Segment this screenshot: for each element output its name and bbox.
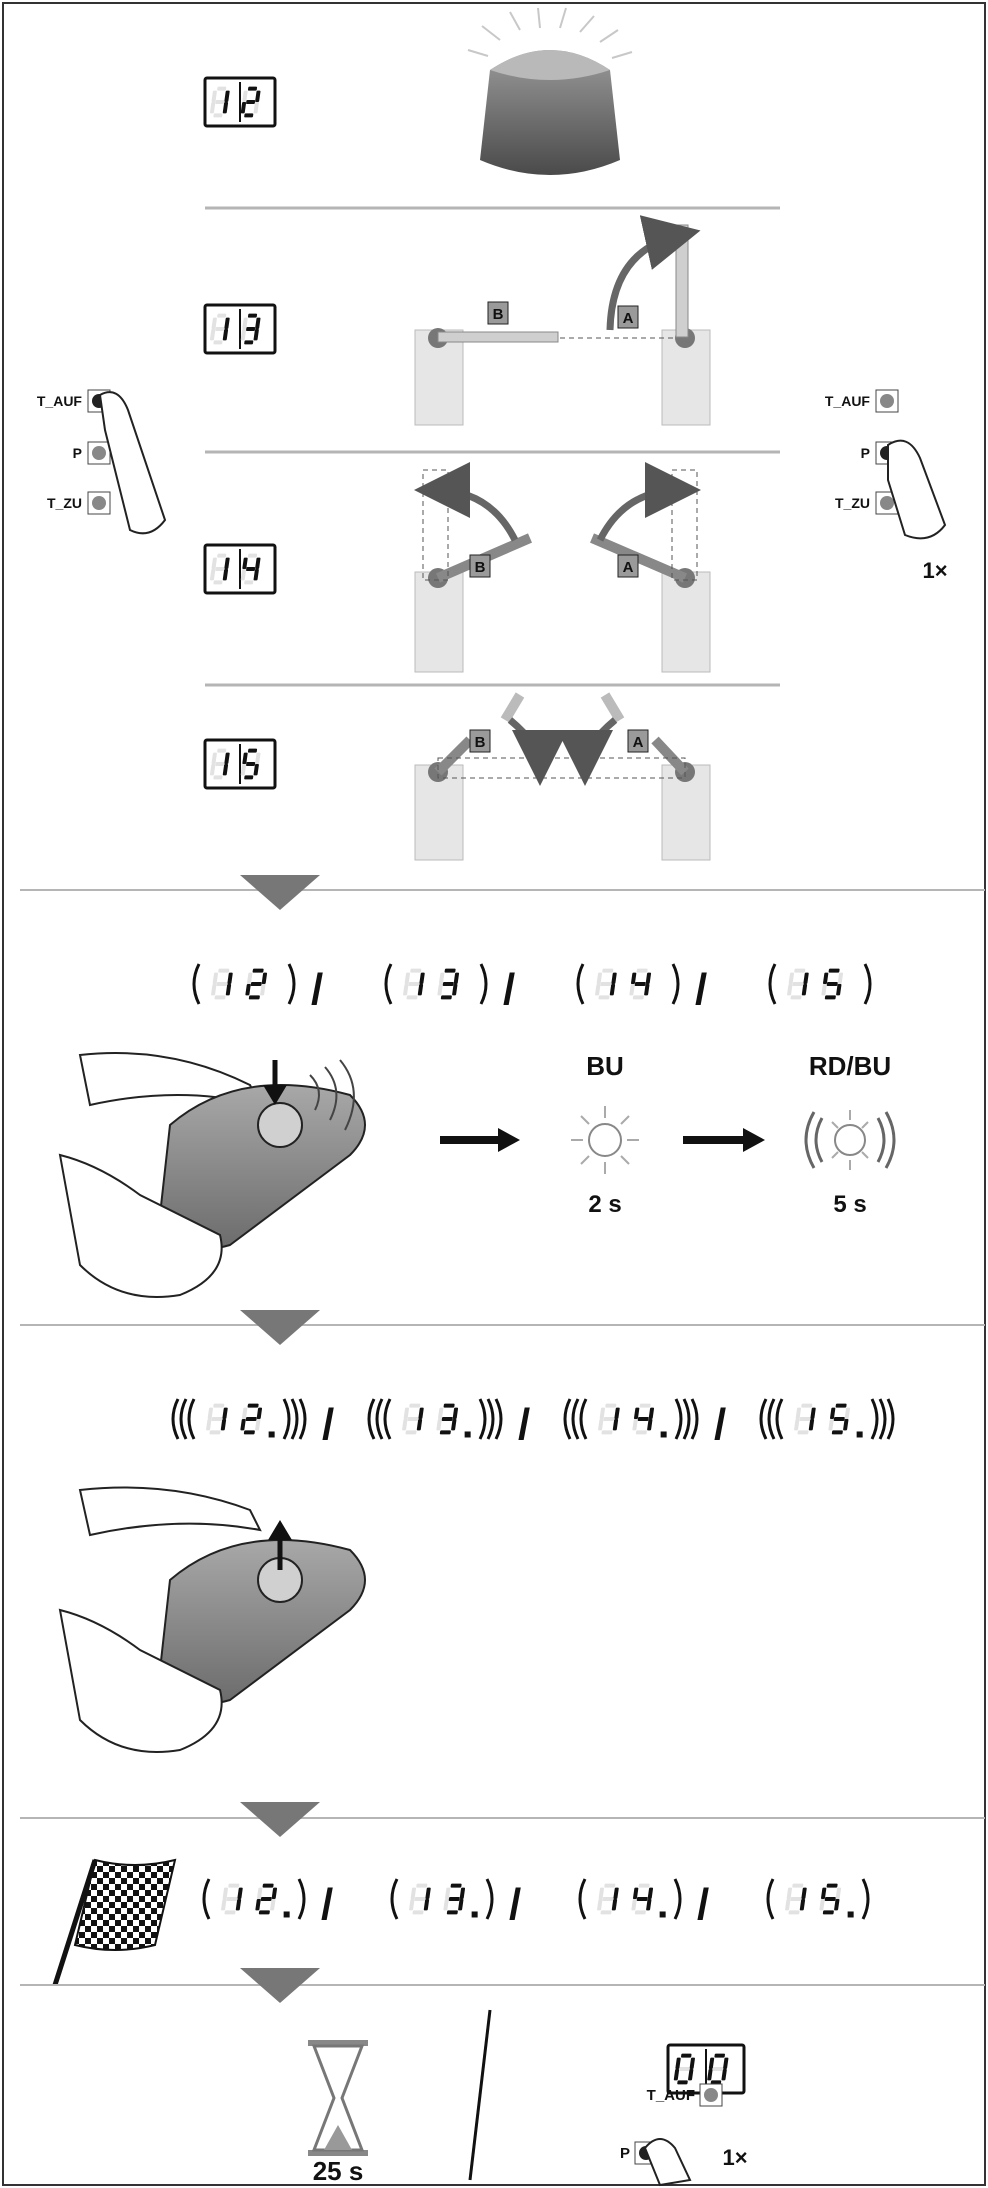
display-00	[666, 2043, 746, 2095]
display-row-selection: / / /	[192, 963, 872, 1014]
display-12-state	[171, 1398, 307, 1440]
press-count-right: 1×	[922, 558, 947, 583]
separator: /	[695, 965, 707, 1014]
step-down-arrow	[240, 1310, 320, 1345]
led-red-blue-icon	[804, 1110, 896, 1170]
display-13-state	[390, 1878, 494, 1920]
display-row-finish: / / /	[202, 1878, 870, 1929]
program-button-label-right: P	[861, 445, 870, 461]
control-buttons-right: T_AUF P T_ZU 1×	[825, 389, 948, 583]
display-12-state	[192, 963, 296, 1005]
arm-a-label: A	[633, 734, 644, 751]
open-button-right[interactable]	[880, 394, 894, 408]
hourglass-icon	[308, 2040, 368, 2156]
display-13-state	[367, 1398, 503, 1440]
display-15-state	[766, 1878, 870, 1920]
led-color-1: BU	[586, 1051, 624, 1081]
separator: /	[509, 1880, 521, 1929]
close-button[interactable]	[92, 496, 106, 510]
remote-release-illustration	[58, 1486, 366, 1753]
separator: /	[714, 1400, 726, 1449]
step-down-arrow	[240, 1968, 320, 2003]
led-time-2: 5 s	[833, 1191, 866, 1218]
close-button-right[interactable]	[880, 496, 894, 510]
separator: /	[311, 965, 323, 1014]
step-down-arrow	[240, 1802, 320, 1837]
open-button-label-right: T_AUF	[825, 393, 871, 409]
control-buttons-end: T_AUF P 1×	[620, 2083, 748, 2187]
display-13-state	[384, 963, 488, 1005]
finish-flag-icon	[52, 1858, 177, 1986]
display-step-15	[203, 738, 277, 790]
display-14-state	[576, 963, 680, 1005]
led-blue-icon	[571, 1106, 639, 1174]
gate-diagram-13: B A	[414, 215, 711, 426]
separator: /	[503, 965, 515, 1014]
open-button-label: T_AUF	[37, 393, 83, 409]
gate-diagram-14: B A	[414, 462, 711, 673]
display-15-state	[768, 963, 872, 1005]
arm-a-label: A	[623, 310, 634, 327]
finger-icon-right	[887, 439, 947, 540]
display-step-14	[203, 543, 277, 595]
led-color-2: RD/BU	[809, 1051, 891, 1081]
close-button-label: T_ZU	[47, 495, 82, 511]
finger-icon-end	[643, 2138, 692, 2187]
program-button[interactable]	[92, 446, 106, 460]
arm-b-label: B	[475, 559, 486, 576]
program-button-label: P	[73, 445, 82, 461]
separator: /	[697, 1880, 709, 1929]
display-15-state	[759, 1398, 895, 1440]
open-button-end[interactable]	[704, 2088, 718, 2102]
display-row-blinking: / / /	[171, 1398, 895, 1449]
warning-lamp-icon	[467, 7, 633, 175]
separator: /	[321, 1880, 333, 1929]
display-14-state	[563, 1398, 699, 1440]
separator-slash	[468, 2009, 492, 2181]
control-buttons-left: T_AUF P T_ZU	[37, 389, 167, 535]
close-button-label-right: T_ZU	[835, 495, 870, 511]
timeout-label: 25 s	[313, 2156, 364, 2186]
open-button-label-end: T_AUF	[647, 2087, 695, 2104]
step-down-arrow	[240, 875, 320, 910]
program-button-label-end: P	[620, 2145, 630, 2162]
separator: /	[322, 1400, 334, 1449]
display-step-13	[203, 303, 277, 355]
arm-b-label: B	[493, 306, 504, 323]
separator: /	[518, 1400, 530, 1449]
finger-icon	[98, 391, 167, 535]
display-14-state	[578, 1878, 682, 1920]
led-time-1: 2 s	[588, 1191, 621, 1218]
arm-a-label: A	[623, 559, 634, 576]
display-step-12	[203, 76, 277, 128]
display-12-state	[202, 1878, 306, 1920]
gate-diagram-15: B A	[414, 692, 711, 861]
remote-press-illustration	[58, 1052, 366, 1298]
press-count-end: 1×	[722, 2145, 747, 2170]
arm-b-label: B	[475, 734, 486, 751]
